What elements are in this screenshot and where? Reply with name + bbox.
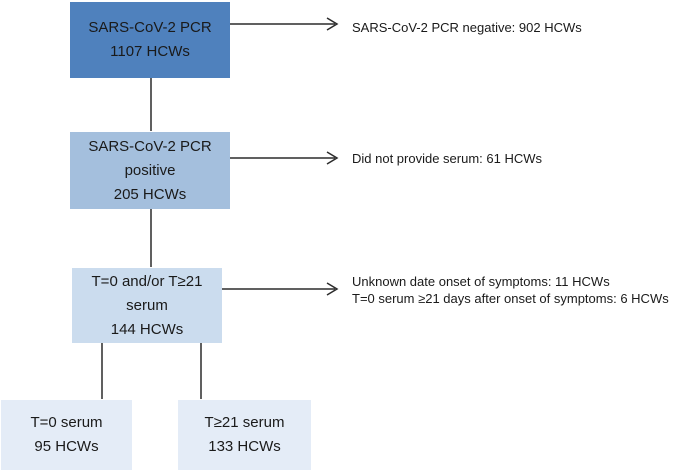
arrow-pcr-negative-head: [326, 17, 339, 31]
annotation-pcr-negative-line-1: SARS-CoV-2 PCR negative: 902 HCWs: [352, 20, 582, 35]
annotation-no-serum: Did not provide serum: 61 HCWs: [352, 150, 542, 167]
box-pcr-positive-line-3: 205 HCWs: [113, 185, 187, 203]
box-serum-t0: T=0 serum 95 HCWs: [1, 400, 132, 470]
box-pcr-total-line-1: SARS-CoV-2 PCR: [88, 19, 212, 36]
annotation-pcr-negative: SARS-CoV-2 PCR negative: 902 HCWs: [352, 19, 582, 36]
annotation-symptoms-exclusions-line-1: Unknown date onset of symptoms: 11 HCWs: [352, 274, 610, 289]
box-serum-t0-line-2: 95 HCWs: [34, 438, 99, 455]
box-serum-any-line-2: serum: [126, 296, 168, 314]
annotation-no-serum-line-1: Did not provide serum: 61 HCWs: [352, 151, 543, 166]
box-serum-any: T=0 and/or T≥21 serum 144 HCWs: [72, 268, 222, 343]
box-pcr-positive: SARS-CoV-2 PCR positive 205 HCWs: [70, 132, 230, 209]
box-pcr-total: SARS-CoV-2 PCR 1107 HCWs: [70, 2, 230, 78]
box-pcr-positive-line-2: positive: [124, 161, 176, 179]
box-pcr-total-line-2: 1107 HCWs: [110, 43, 190, 60]
box-serum-any-line-3: 144 HCWs: [110, 320, 184, 338]
arrow-no-serum-head: [326, 151, 339, 165]
box-serum-t21-line-2: 133 HCWs: [208, 438, 281, 455]
box-serum-t0-line-1: T=0 serum: [30, 414, 103, 431]
box-serum-any-line-1: T=0 and/or T≥21: [91, 272, 203, 290]
annotation-symptoms-exclusions: Unknown date onset of symptoms: 11 HCWs …: [352, 273, 669, 307]
annotation-symptoms-exclusions-line-2: T=0 serum ≥21 days after onset of sympto…: [352, 291, 669, 306]
arrow-symptoms-head: [326, 282, 339, 296]
box-serum-t21: T≥21 serum 133 HCWs: [178, 400, 311, 470]
box-serum-t21-line-1: T≥21 serum: [204, 414, 285, 431]
box-pcr-positive-line-1: SARS-CoV-2 PCR: [88, 137, 212, 155]
